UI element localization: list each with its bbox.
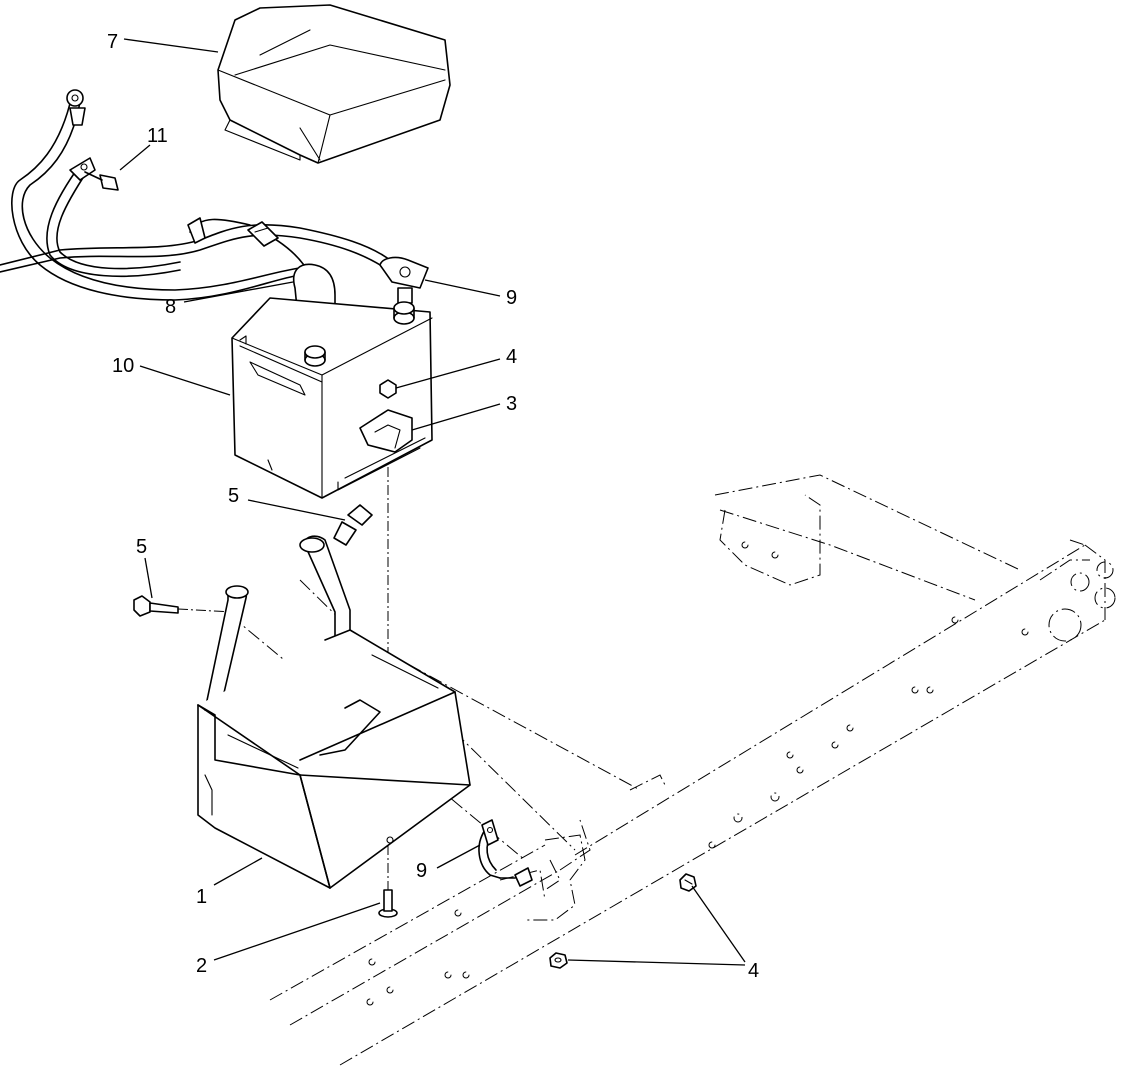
callout-7: 7 [107, 31, 118, 53]
callout-9-lower: 9 [416, 860, 427, 882]
callout-5-left: 5 [136, 536, 147, 558]
bolt-upper [333, 504, 373, 546]
carriage-bolt [378, 889, 398, 918]
callout-5-upper: 5 [228, 485, 239, 507]
battery [231, 297, 433, 499]
hold-down-clamp [359, 409, 413, 453]
ground-cable [478, 819, 533, 887]
callout-9-upper: 9 [506, 287, 517, 309]
callout-labels: 7 11 8 9 10 4 3 5 5 1 9 2 4 [107, 31, 759, 982]
nut-top [379, 379, 397, 399]
battery-tray [197, 535, 471, 889]
callout-3: 3 [506, 393, 517, 415]
callout-leaders [119, 38, 746, 966]
callout-4-upper: 4 [506, 346, 517, 368]
callout-10: 10 [112, 355, 134, 377]
callout-2: 2 [196, 955, 207, 977]
battery-cables [0, 89, 429, 319]
callout-11: 11 [147, 125, 168, 147]
bolt5-centerline [159, 607, 233, 613]
nuts-lower [549, 873, 697, 969]
callout-1: 1 [196, 886, 207, 908]
callout-8: 8 [165, 296, 176, 318]
callout-4-lower: 4 [748, 960, 759, 982]
bolt-left [133, 595, 179, 617]
battery-cover [217, 4, 451, 164]
